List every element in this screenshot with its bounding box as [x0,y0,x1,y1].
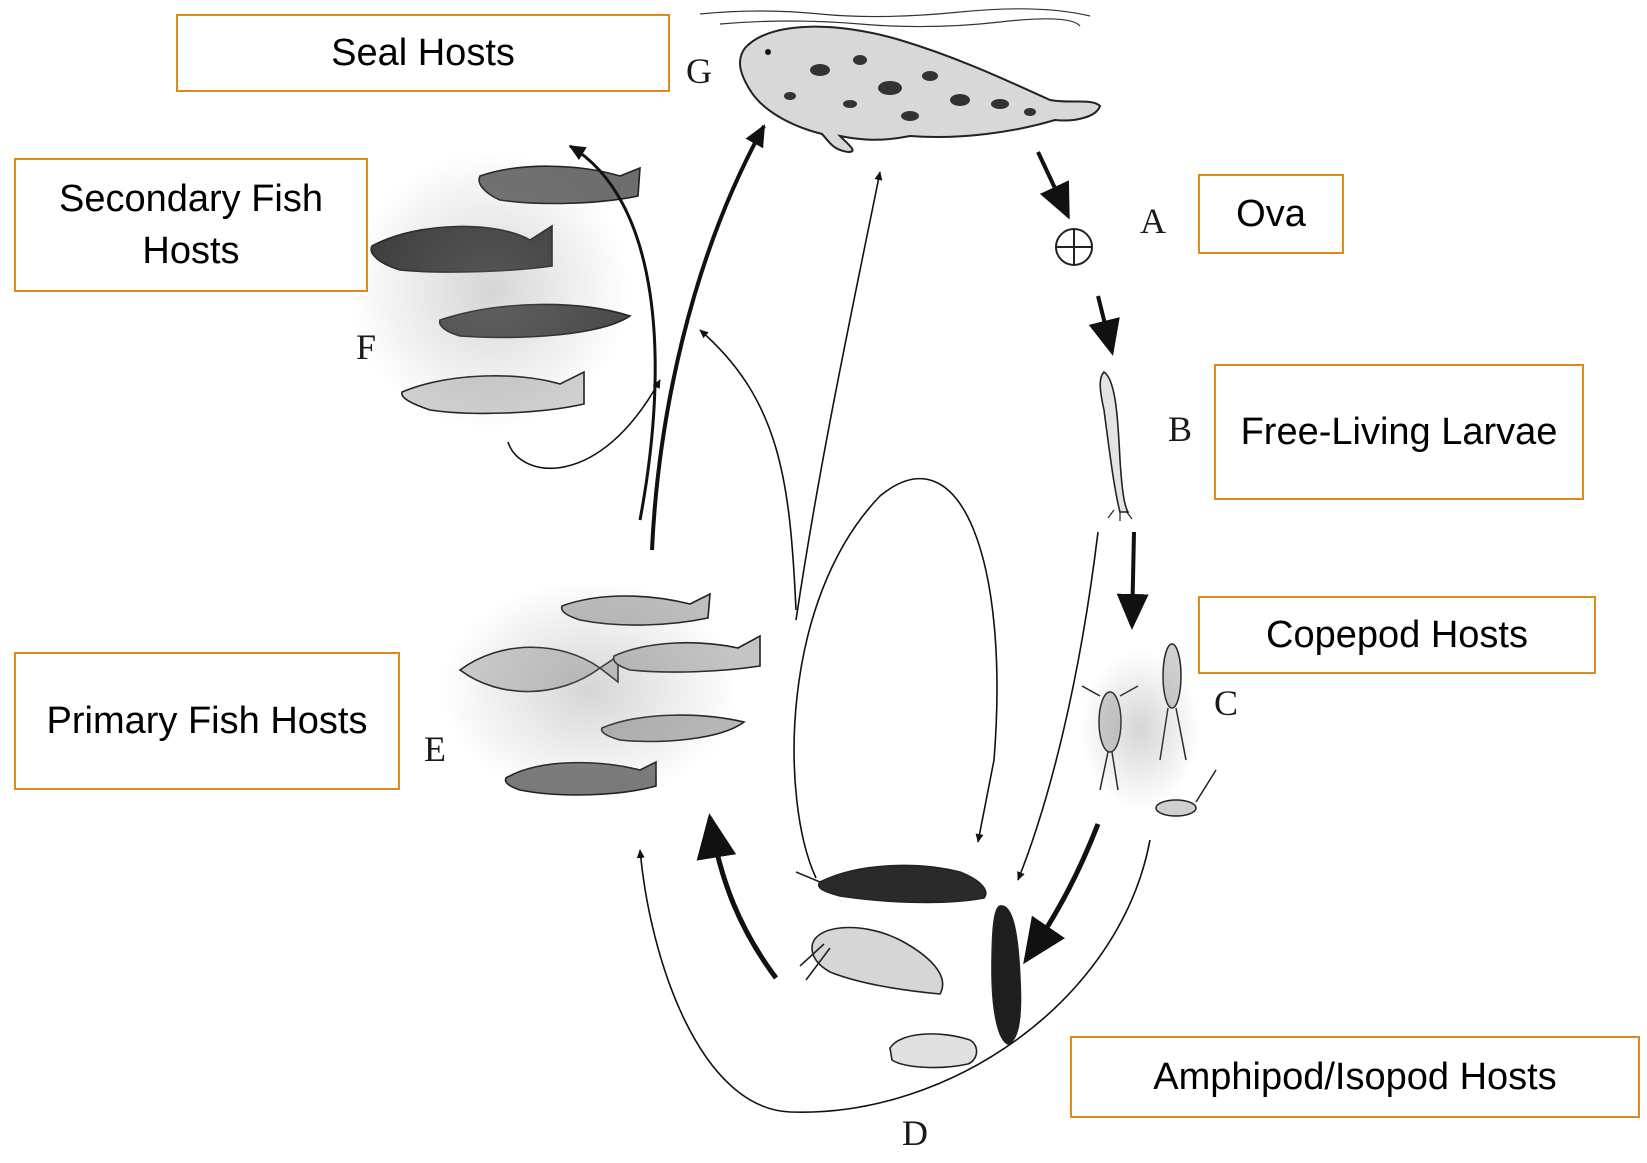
label-ova: Ova [1198,174,1344,254]
seal-illustration [740,27,1100,152]
amphipod-isopod-illustrations [796,865,1021,1067]
stage-letter-b: B [1168,408,1192,450]
stage-letter-d: D [902,1112,928,1154]
larva-illustration [1100,372,1132,521]
label-amphipod-isopod-hosts: Amphipod/Isopod Hosts [1070,1036,1640,1118]
label-free-living-larvae: Free-Living Larvae [1214,364,1584,500]
stage-letter-a: A [1140,200,1166,242]
label-secondary-fish-hosts: Secondary Fish Hosts [14,158,368,292]
stage-letter-c: C [1214,682,1238,724]
label-seal-hosts: Seal Hosts [176,14,670,92]
stage-letter-f: F [356,326,376,368]
ovum-illustration [1056,229,1092,265]
label-copepod-hosts: Copepod Hosts [1198,596,1596,674]
stage-letter-g: G [686,50,712,92]
stage-letter-e: E [424,728,446,770]
label-primary-fish-hosts: Primary Fish Hosts [14,652,400,790]
water-surface [700,9,1090,27]
